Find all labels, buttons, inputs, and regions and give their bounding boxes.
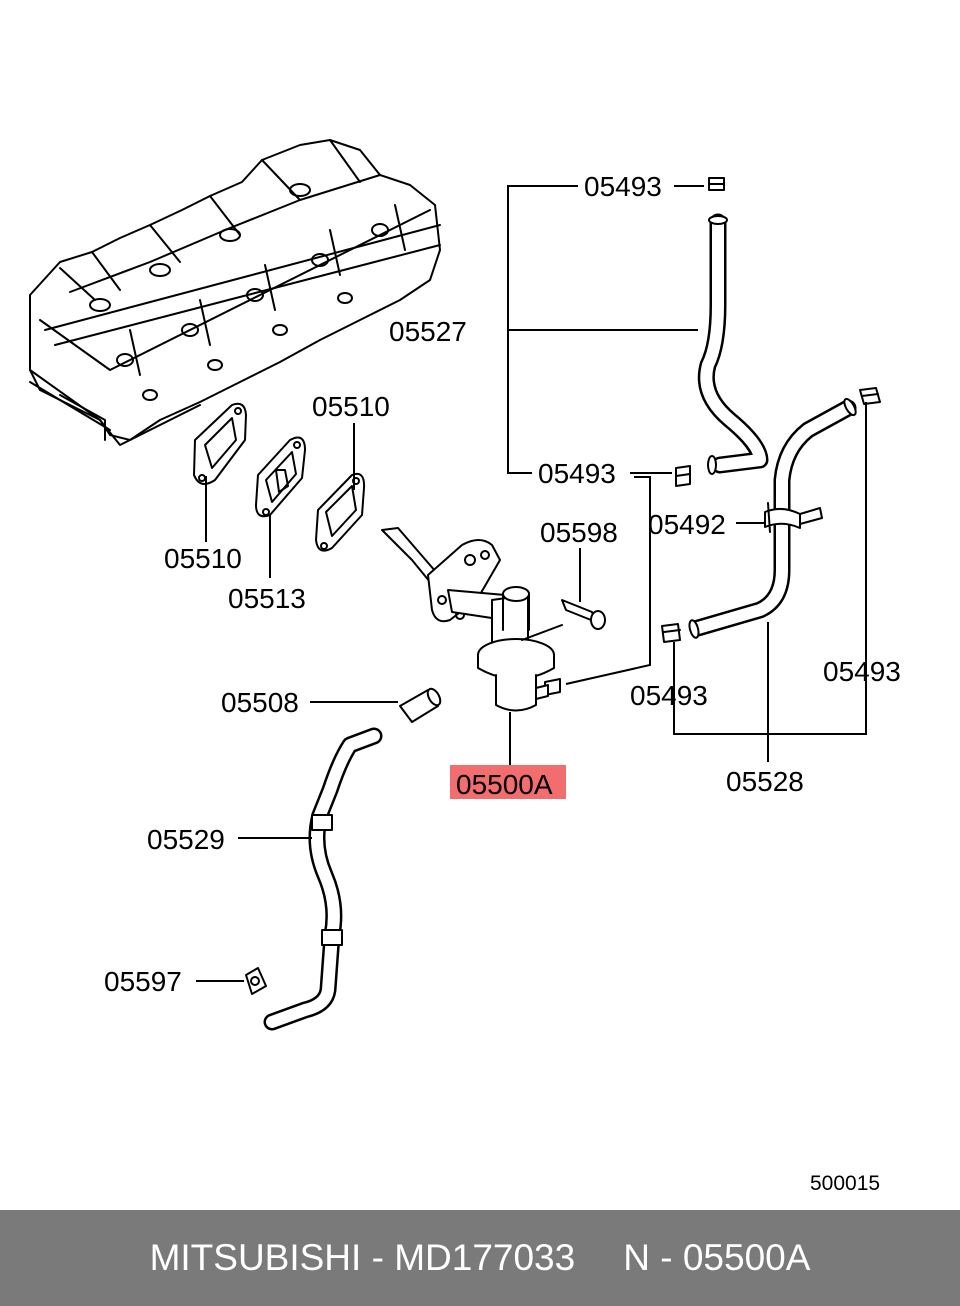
footer-ref-prefix: N	[623, 1237, 650, 1278]
callout-05493-right: 05493	[823, 656, 901, 687]
parts-diagram: 05493 05527 05510 05493 05598 05492 0551…	[29, 139, 901, 1195]
clamp-05493-right	[859, 387, 881, 405]
diagram-number: 500015	[810, 1172, 880, 1195]
callout-05529: 05529	[147, 824, 225, 855]
footer-brand: MITSUBISHI	[149, 1237, 362, 1278]
leader-lines	[196, 185, 867, 982]
gasket-05510-left	[193, 402, 247, 485]
callout-05500A: 05500A	[456, 769, 553, 800]
clip-05597	[245, 967, 267, 995]
clip-05492	[764, 502, 823, 533]
fuel-pump-05500A	[381, 527, 563, 712]
clamp-05493-mid	[675, 465, 691, 487]
callout-05508: 05508	[221, 687, 299, 718]
clamp-05493-top	[708, 177, 725, 191]
callout-05528: 05528	[726, 766, 804, 797]
pipe-05528	[688, 397, 857, 639]
callout-labels: 05493 05527 05510 05493 05598 05492 0551…	[104, 171, 901, 1195]
footer-ref-code: 05500A	[682, 1237, 811, 1278]
callout-05493-low: 05493	[630, 680, 708, 711]
callout-highlight	[450, 765, 566, 799]
footer-separator: -	[361, 1237, 395, 1278]
callout-05598: 05598	[540, 517, 618, 548]
callout-05513: 05513	[228, 583, 306, 614]
callout-05492: 05492	[648, 509, 726, 540]
hose-05508	[399, 687, 442, 723]
callout-05493-mid: 05493	[538, 458, 616, 489]
footer-separator: -	[649, 1237, 683, 1278]
callout-05597: 05597	[104, 966, 182, 997]
callout-05510-left: 05510	[164, 543, 242, 574]
callout-05527: 05527	[389, 316, 467, 347]
gasket-05510-right	[315, 472, 366, 552]
pipe-05527	[697, 213, 769, 475]
pipe-05529	[263, 727, 383, 1031]
callout-05493-top: 05493	[584, 171, 662, 202]
footer-part-number: MD177033	[394, 1237, 576, 1278]
callout-05510-right: 05510	[312, 391, 390, 422]
cylinder-head-drawing	[29, 139, 441, 446]
bolt-05598	[561, 599, 606, 630]
clamp-05493-low	[661, 623, 681, 643]
footer-bar: MITSUBISHI - MD177033 N - 05500A	[0, 1210, 960, 1306]
insulator-05513	[255, 436, 306, 518]
